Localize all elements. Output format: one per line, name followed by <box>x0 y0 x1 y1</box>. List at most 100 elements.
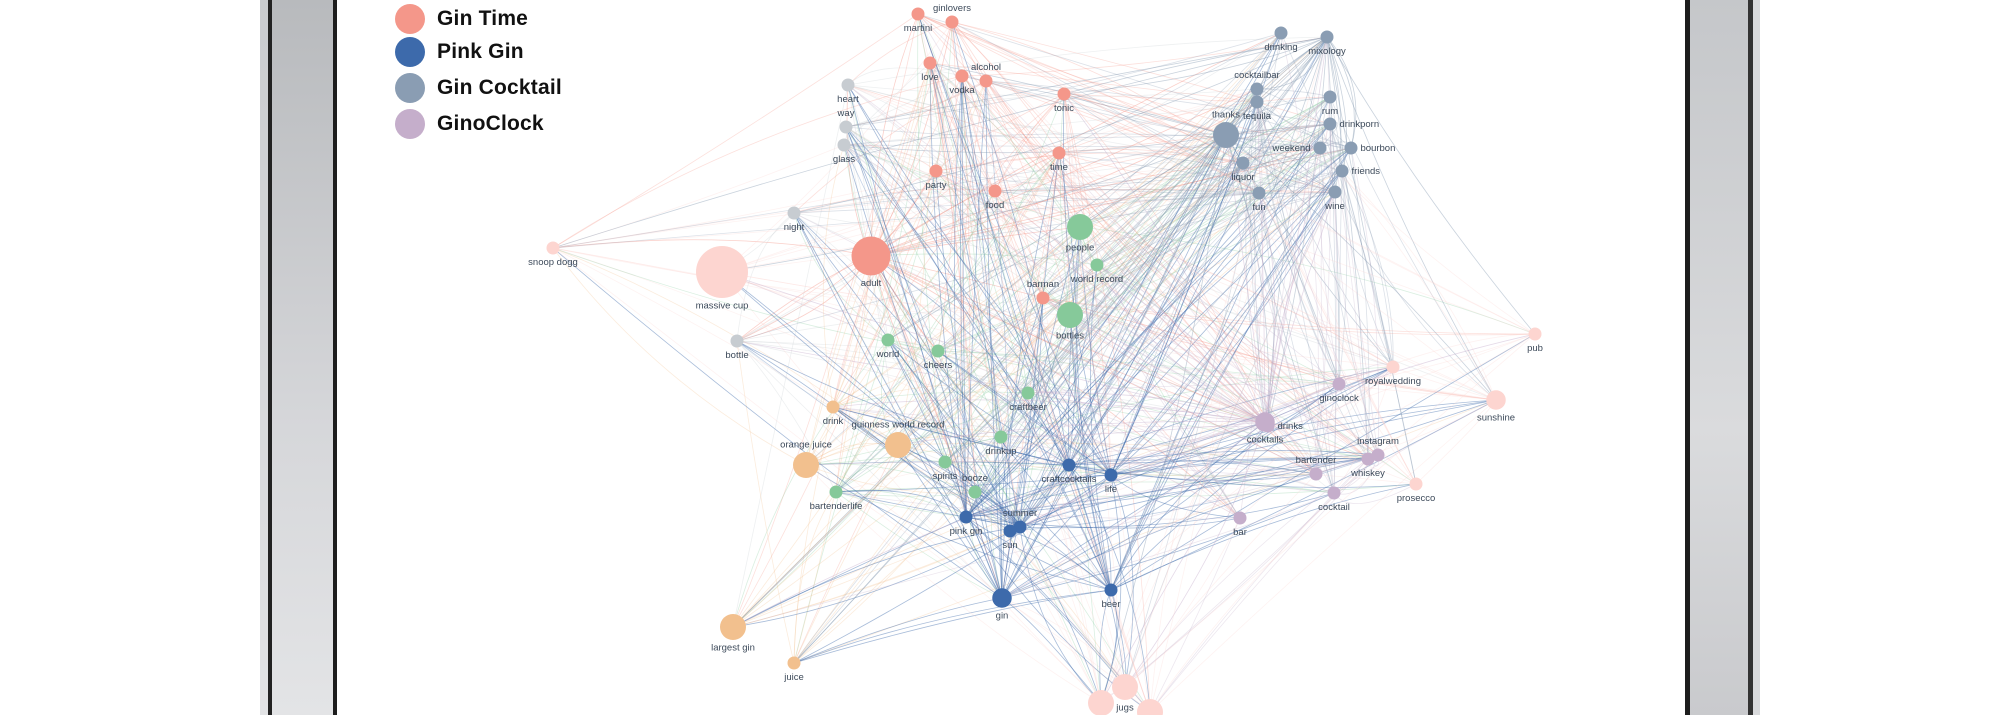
node-circle[interactable] <box>979 74 993 88</box>
node-circle[interactable] <box>923 56 937 70</box>
node-circle[interactable] <box>1261 419 1275 433</box>
graph-edge <box>994 190 1394 368</box>
graph-edge <box>1239 101 1264 519</box>
node-circle[interactable] <box>1409 477 1423 491</box>
graph-edge <box>1009 88 1258 532</box>
node-circle[interactable] <box>1328 185 1342 199</box>
node-circle[interactable] <box>1386 360 1400 374</box>
node-circle[interactable] <box>1104 468 1118 482</box>
node-circle[interactable] <box>1057 87 1071 101</box>
node-circle[interactable] <box>1052 146 1066 160</box>
node-circle[interactable] <box>1067 214 1093 240</box>
graph-edge <box>1001 226 1081 599</box>
graph-edge <box>832 406 1070 466</box>
node-circle[interactable] <box>1528 327 1542 341</box>
node-circle[interactable] <box>994 430 1008 444</box>
node-circle[interactable] <box>959 510 973 524</box>
node-circle[interactable] <box>1486 390 1506 410</box>
node-circle[interactable] <box>851 236 891 276</box>
node-circle[interactable] <box>787 206 801 220</box>
node-circle[interactable] <box>696 246 748 298</box>
graph-edge <box>1110 399 1497 591</box>
node-circle[interactable] <box>546 241 560 255</box>
node-circle[interactable] <box>793 452 819 478</box>
node-circle[interactable] <box>1213 122 1239 148</box>
graph-edge <box>1001 297 1044 599</box>
graph-edge <box>1256 101 1336 193</box>
graph-edge <box>1329 123 1337 494</box>
node-circle[interactable] <box>938 455 952 469</box>
graph-edge <box>1329 96 1497 401</box>
graph-edge <box>1019 264 1098 528</box>
graph-edge <box>793 188 996 214</box>
graph-edge <box>1019 333 1536 528</box>
graph-edge <box>847 84 1336 193</box>
monitor-bezel-right-line <box>1748 0 1753 715</box>
node-circle[interactable] <box>1090 258 1104 272</box>
node-circle[interactable] <box>1313 141 1327 155</box>
node-circle[interactable] <box>839 120 853 134</box>
legend-item-gin-time[interactable]: Gin Time <box>395 4 528 34</box>
graph-edge <box>721 271 1335 494</box>
node-circle[interactable] <box>1013 520 1027 534</box>
node-circle[interactable] <box>837 138 851 152</box>
node-circle[interactable] <box>1003 524 1017 538</box>
node-circle[interactable] <box>931 344 945 358</box>
node-circle[interactable] <box>929 164 943 178</box>
node-circle[interactable] <box>885 432 911 458</box>
legend-item-pink-gin[interactable]: Pink Gin <box>395 37 524 67</box>
graph-edge <box>1090 264 1112 591</box>
node-circle[interactable] <box>1327 486 1341 500</box>
node-circle[interactable] <box>1371 448 1385 462</box>
legend-item-ginoclock[interactable]: GinoClock <box>395 109 544 139</box>
graph-edge <box>736 191 1336 342</box>
graph-edge <box>897 444 1126 688</box>
node-circle[interactable] <box>1323 117 1337 131</box>
node-circle[interactable] <box>881 333 895 347</box>
node-circle[interactable] <box>829 485 843 499</box>
node-circle[interactable] <box>1323 90 1337 104</box>
node-circle[interactable] <box>992 588 1012 608</box>
node-circle[interactable] <box>787 656 801 670</box>
node-circle[interactable] <box>955 69 969 83</box>
graph-edge <box>1063 93 1266 423</box>
node-circle[interactable] <box>1250 82 1264 96</box>
node-circle[interactable] <box>988 184 1002 198</box>
node-circle[interactable] <box>911 7 925 21</box>
graph-edge <box>1100 421 1266 704</box>
node-circle[interactable] <box>1344 141 1358 155</box>
node-circle[interactable] <box>1332 377 1346 391</box>
node-circle[interactable] <box>1274 26 1288 40</box>
node-circle[interactable] <box>1233 511 1247 525</box>
graph-edge <box>1027 383 1340 394</box>
graph-edge <box>994 190 1266 423</box>
node-circle[interactable] <box>1236 156 1250 170</box>
node-circle[interactable] <box>1335 164 1349 178</box>
node-circle[interactable] <box>720 614 746 640</box>
node-circle[interactable] <box>1309 467 1323 481</box>
node-circle[interactable] <box>1036 291 1050 305</box>
graph-edge <box>985 80 1369 460</box>
graph-edge <box>552 239 872 257</box>
node-circle[interactable] <box>1361 452 1375 466</box>
node-circle[interactable] <box>730 334 744 348</box>
legend-item-gin-cocktail[interactable]: Gin Cocktail <box>395 73 562 103</box>
node-circle[interactable] <box>1320 30 1334 44</box>
node-label: whiskey <box>1350 468 1385 479</box>
node-circle[interactable] <box>1252 186 1266 200</box>
node-circle[interactable] <box>826 400 840 414</box>
node-circle[interactable] <box>945 15 959 29</box>
node-circle[interactable] <box>968 485 982 499</box>
node-circle[interactable] <box>1112 674 1138 700</box>
node-circle[interactable] <box>841 78 855 92</box>
network-graph[interactable]: martiniginloverslovevodkaalcoholtonictim… <box>337 0 1685 715</box>
graph-edge <box>1079 88 1258 228</box>
node-circle[interactable] <box>1137 699 1163 715</box>
node-circle[interactable] <box>1088 690 1114 715</box>
node-circle[interactable] <box>1062 458 1076 472</box>
node-circle[interactable] <box>1250 95 1264 109</box>
node-circle[interactable] <box>1057 302 1083 328</box>
graph-edge <box>1264 366 1394 423</box>
node-circle[interactable] <box>1104 583 1118 597</box>
node-circle[interactable] <box>1021 386 1035 400</box>
